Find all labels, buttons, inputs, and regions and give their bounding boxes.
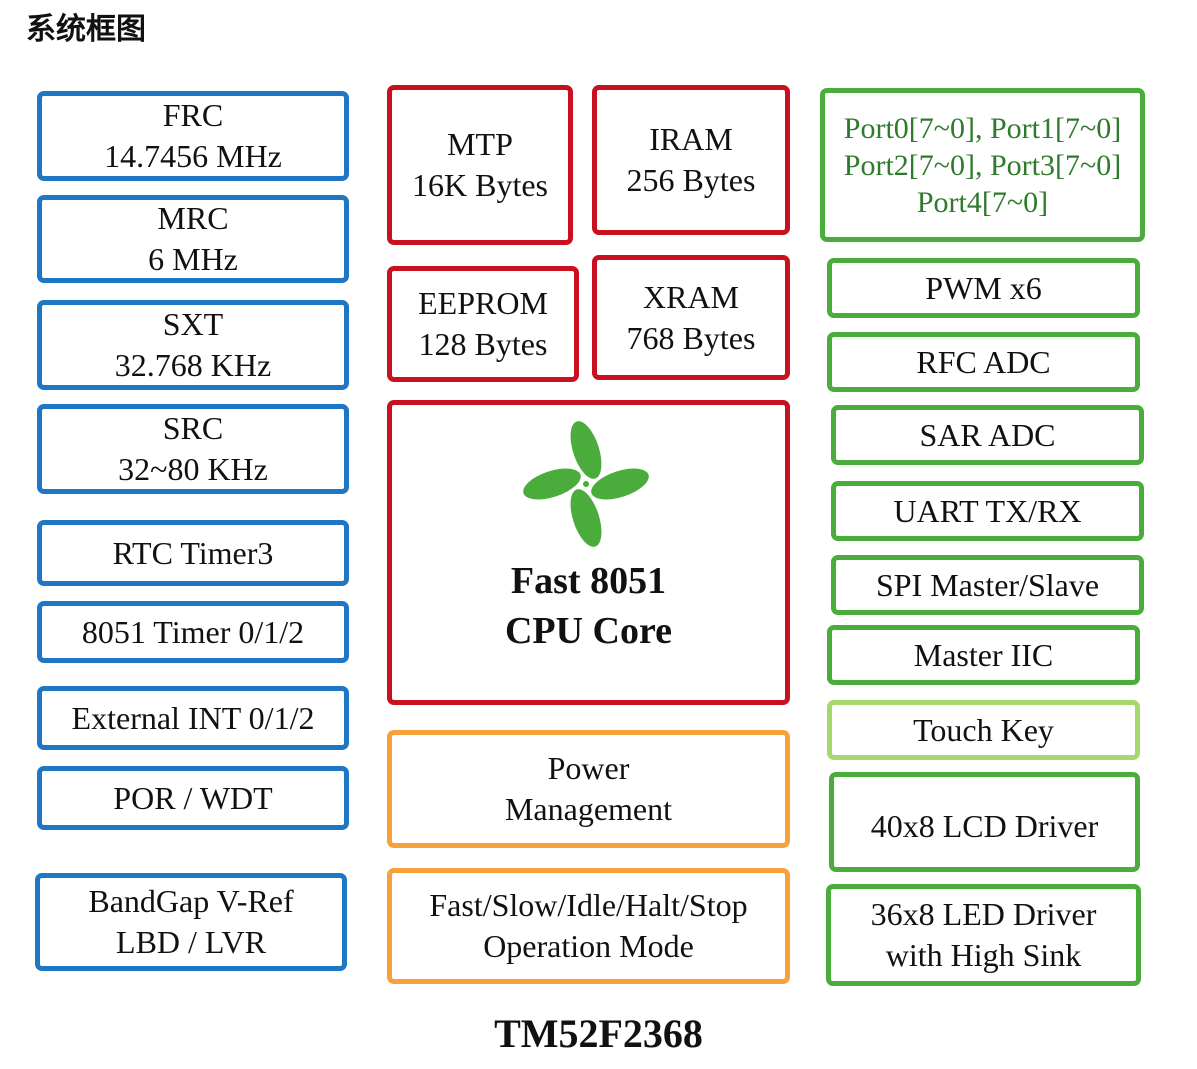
- ports-line3: Port4[7~0]: [916, 185, 1049, 219]
- mrc-name: MRC: [157, 200, 229, 236]
- por-wdt-label: POR / WDT: [113, 779, 273, 816]
- mtp-size: 16K Bytes: [412, 167, 548, 203]
- sar-adc-block: SAR ADC: [831, 405, 1144, 465]
- led-line2: with High Sink: [885, 937, 1082, 973]
- eeprom-size: 128 Bytes: [418, 326, 548, 362]
- green-pinwheel-icon: [523, 421, 649, 547]
- xram-size: 768 Bytes: [626, 319, 756, 356]
- eeprom-name: EEPROM: [418, 285, 548, 321]
- external-int-label: External INT 0/1/2: [71, 699, 315, 736]
- bandgap-label: BandGap V-Ref: [88, 883, 294, 919]
- mtp-name: MTP: [447, 126, 513, 162]
- rfc-adc-label: RFC ADC: [916, 343, 1051, 380]
- touch-key-block: Touch Key: [827, 700, 1140, 760]
- mtp-block: MTP 16K Bytes: [387, 85, 573, 245]
- rtc-timer3-label: RTC Timer3: [112, 534, 274, 571]
- iic-block: Master IIC: [827, 625, 1140, 685]
- lbd-lvr-label: LBD / LVR: [116, 924, 266, 960]
- iram-size: 256 Bytes: [626, 162, 756, 198]
- timer-block: 8051 Timer 0/1/2: [37, 601, 349, 663]
- uart-label: UART TX/RX: [893, 492, 1082, 529]
- power-line2: Management: [504, 791, 673, 827]
- timer-label: 8051 Timer 0/1/2: [81, 613, 305, 650]
- lcd-driver-label: 40x8 LCD Driver: [870, 808, 1099, 844]
- spi-label: SPI Master/Slave: [875, 566, 1100, 603]
- spi-block: SPI Master/Slave: [831, 555, 1144, 615]
- cpu-line1: Fast 8051: [510, 560, 667, 602]
- cpu-line2: CPU Core: [504, 610, 673, 652]
- por-wdt-block: POR / WDT: [37, 766, 349, 830]
- iram-block: IRAM 256 Bytes: [592, 85, 790, 235]
- diagram-title: 系统框图: [26, 12, 146, 47]
- xram-block: XRAM 768 Bytes: [592, 255, 790, 380]
- eeprom-block: EEPROM 128 Bytes: [387, 266, 579, 382]
- mrc-block: MRC 6 MHz: [37, 195, 349, 283]
- chip-name: TM52F2368: [494, 1011, 703, 1056]
- rtc-timer3-block: RTC Timer3: [37, 520, 349, 586]
- touch-key-label: Touch Key: [913, 711, 1054, 748]
- xram-name: XRAM: [642, 278, 739, 315]
- ports-line2: Port2[7~0], Port3[7~0]: [843, 148, 1122, 182]
- ports-line1: Port0[7~0], Port1[7~0]: [843, 111, 1122, 145]
- frc-freq: 14.7456 MHz: [104, 138, 282, 174]
- sxt-block: SXT 32.768 KHz: [37, 300, 349, 390]
- modes-line1: Fast/Slow/Idle/Halt/Stop: [429, 887, 748, 923]
- sxt-freq: 32.768 KHz: [114, 347, 272, 383]
- iram-name: IRAM: [649, 121, 733, 157]
- operation-mode-block: Fast/Slow/Idle/Halt/Stop Operation Mode: [387, 868, 790, 984]
- bandgap-block: BandGap V-Ref LBD / LVR: [35, 873, 347, 971]
- src-block: SRC 32~80 KHz: [37, 404, 349, 494]
- mrc-freq: 6 MHz: [148, 241, 238, 277]
- pwm-block: PWM x6: [827, 258, 1140, 318]
- src-name: SRC: [162, 410, 224, 446]
- frc-block: FRC 14.7456 MHz: [37, 91, 349, 181]
- src-freq: 32~80 KHz: [118, 451, 268, 487]
- frc-name: FRC: [162, 97, 224, 133]
- power-line1: Power: [547, 750, 630, 786]
- modes-line2: Operation Mode: [483, 928, 694, 964]
- external-int-block: External INT 0/1/2: [37, 686, 349, 750]
- power-management-block: Power Management: [387, 730, 790, 848]
- iic-label: Master IIC: [913, 636, 1054, 673]
- sar-adc-label: SAR ADC: [919, 416, 1056, 453]
- lcd-driver-block: 40x8 LCD Driver: [829, 772, 1140, 872]
- sxt-name: SXT: [162, 306, 224, 342]
- uart-block: UART TX/RX: [831, 481, 1144, 541]
- ports-block: Port0[7~0], Port1[7~0] Port2[7~0], Port3…: [820, 88, 1145, 242]
- rfc-adc-block: RFC ADC: [827, 332, 1140, 392]
- led-driver-block: 36x8 LED Driver with High Sink: [826, 884, 1141, 986]
- led-line1: 36x8 LED Driver: [870, 896, 1097, 932]
- pwm-label: PWM x6: [925, 269, 1042, 306]
